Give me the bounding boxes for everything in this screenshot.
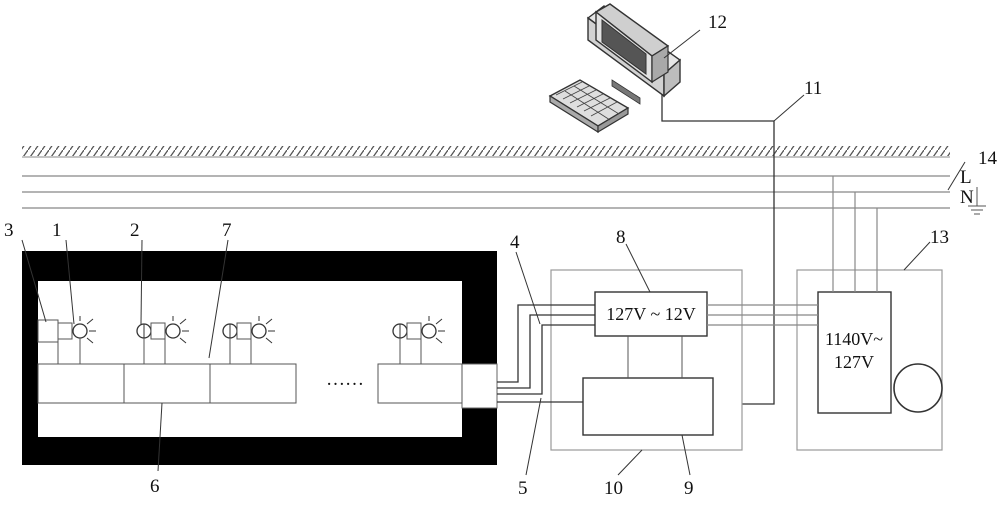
- leader-lines: [21, 29, 966, 476]
- label-3: 3: [4, 220, 14, 241]
- label-6: 6: [150, 476, 160, 497]
- transformer-label-1: 1140V~: [825, 329, 883, 349]
- converter-label: 127V ~ 12V: [606, 304, 695, 324]
- lamp-unit-3: [222, 316, 275, 364]
- power-lines: [22, 175, 950, 209]
- wires-converter-to-transformer: [707, 304, 818, 326]
- motor-circle: [893, 363, 943, 413]
- label-13: 13: [930, 227, 949, 248]
- rail-segments: [37, 363, 463, 404]
- lamp-unit-1: [37, 316, 96, 364]
- ellipsis-text: ……: [326, 369, 364, 390]
- label-4: 4: [510, 232, 520, 253]
- wires-tunnel-to-cabinet: [497, 304, 595, 403]
- label-10: 10: [604, 478, 623, 499]
- ground-symbol: [968, 187, 986, 215]
- label-8: 8: [616, 227, 626, 248]
- tunnel-wall: [22, 251, 498, 465]
- label-L: L: [960, 167, 972, 188]
- lamp-unit-4: [392, 316, 445, 364]
- computer-icon: [548, 3, 682, 134]
- lamp-unit-2: [136, 316, 189, 364]
- label-N: N: [960, 187, 974, 208]
- label-2: 2: [130, 220, 140, 241]
- label-14: 14: [978, 148, 998, 169]
- wires-mains-to-transformer: [832, 176, 878, 292]
- label-5: 5: [518, 478, 528, 499]
- transformer-label-2: 127V: [834, 352, 874, 372]
- label-12: 12: [708, 12, 727, 33]
- label-11: 11: [804, 78, 822, 99]
- converter-box: [594, 291, 708, 337]
- label-9: 9: [684, 478, 694, 499]
- label-7: 7: [222, 220, 232, 241]
- ground-surface: [22, 146, 950, 158]
- controller-box: [582, 377, 714, 436]
- label-1: 1: [52, 220, 62, 241]
